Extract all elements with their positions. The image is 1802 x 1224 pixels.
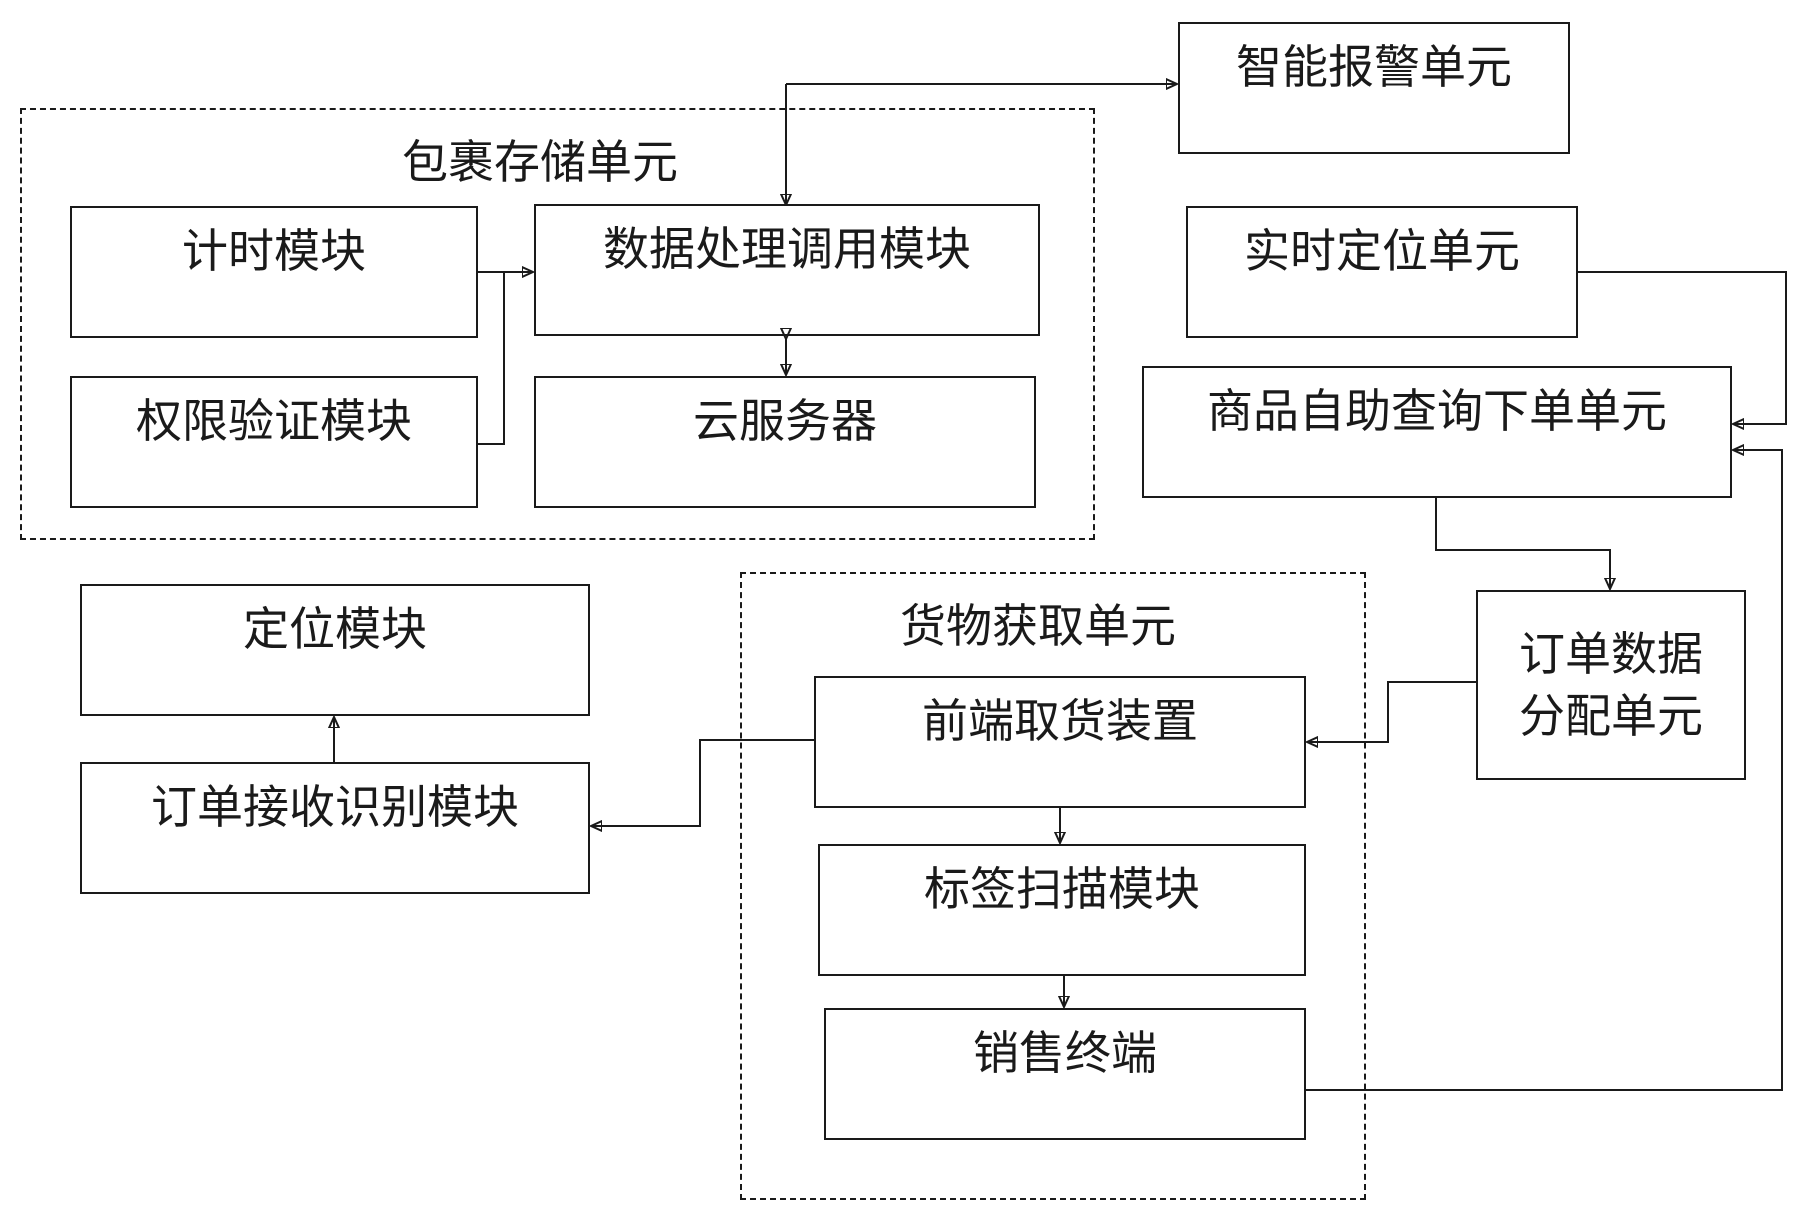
data-processing-module: 数据处理调用模块 [534, 204, 1040, 336]
timing-module: 计时模块 [70, 206, 478, 338]
order-data-allocation-label-line1: 订单数据 [1519, 626, 1703, 681]
connector-allocation-to-front-pickup [1308, 681, 1476, 742]
order-recognition-module: 订单接收识别模块 [80, 762, 590, 894]
realtime-positioning-unit: 实时定位单元 [1186, 206, 1578, 338]
connector-realtime-positioning-to-order [1578, 271, 1787, 424]
package-storage-group-title: 包裹存储单元 [402, 135, 678, 189]
self-service-order-unit-label: 商品自助查询下单单元 [1207, 384, 1667, 438]
timing-module-label: 计时模块 [182, 224, 366, 278]
cloud-server: 云服务器 [534, 376, 1036, 508]
cloud-server-label: 云服务器 [693, 394, 877, 448]
smart-alarm-unit: 智能报警单元 [1178, 22, 1570, 154]
order-data-allocation-unit: 订单数据 分配单元 [1476, 590, 1746, 780]
goods-pickup-group [740, 572, 1366, 1200]
connector-order-to-allocation [1435, 498, 1610, 588]
pos-terminal: 销售终端 [824, 1008, 1306, 1140]
order-recognition-module-label: 订单接收识别模块 [151, 780, 519, 834]
label-scan-module-label: 标签扫描模块 [924, 862, 1200, 916]
pos-terminal-label: 销售终端 [973, 1026, 1157, 1080]
permission-verification-module-label: 权限验证模块 [136, 394, 412, 448]
order-data-allocation-label-line2: 分配单元 [1519, 689, 1703, 743]
front-pickup-device-label: 前端取货装置 [922, 694, 1198, 748]
connector-pos-to-order [1306, 450, 1783, 1091]
goods-pickup-group-title: 货物获取单元 [900, 599, 1176, 653]
realtime-positioning-unit-label: 实时定位单元 [1244, 224, 1520, 278]
data-processing-module-label: 数据处理调用模块 [603, 222, 971, 276]
self-service-order-unit: 商品自助查询下单单元 [1142, 366, 1732, 498]
connector-permission-to-data-processing [478, 272, 505, 445]
front-pickup-device: 前端取货装置 [814, 676, 1306, 808]
smart-alarm-unit-label: 智能报警单元 [1236, 40, 1512, 94]
connector-front-pickup-to-order-recognition [592, 739, 814, 826]
positioning-module-label: 定位模块 [243, 602, 427, 656]
label-scan-module: 标签扫描模块 [818, 844, 1306, 976]
package-storage-group [20, 108, 1095, 540]
positioning-module: 定位模块 [80, 584, 590, 716]
permission-verification-module: 权限验证模块 [70, 376, 478, 508]
